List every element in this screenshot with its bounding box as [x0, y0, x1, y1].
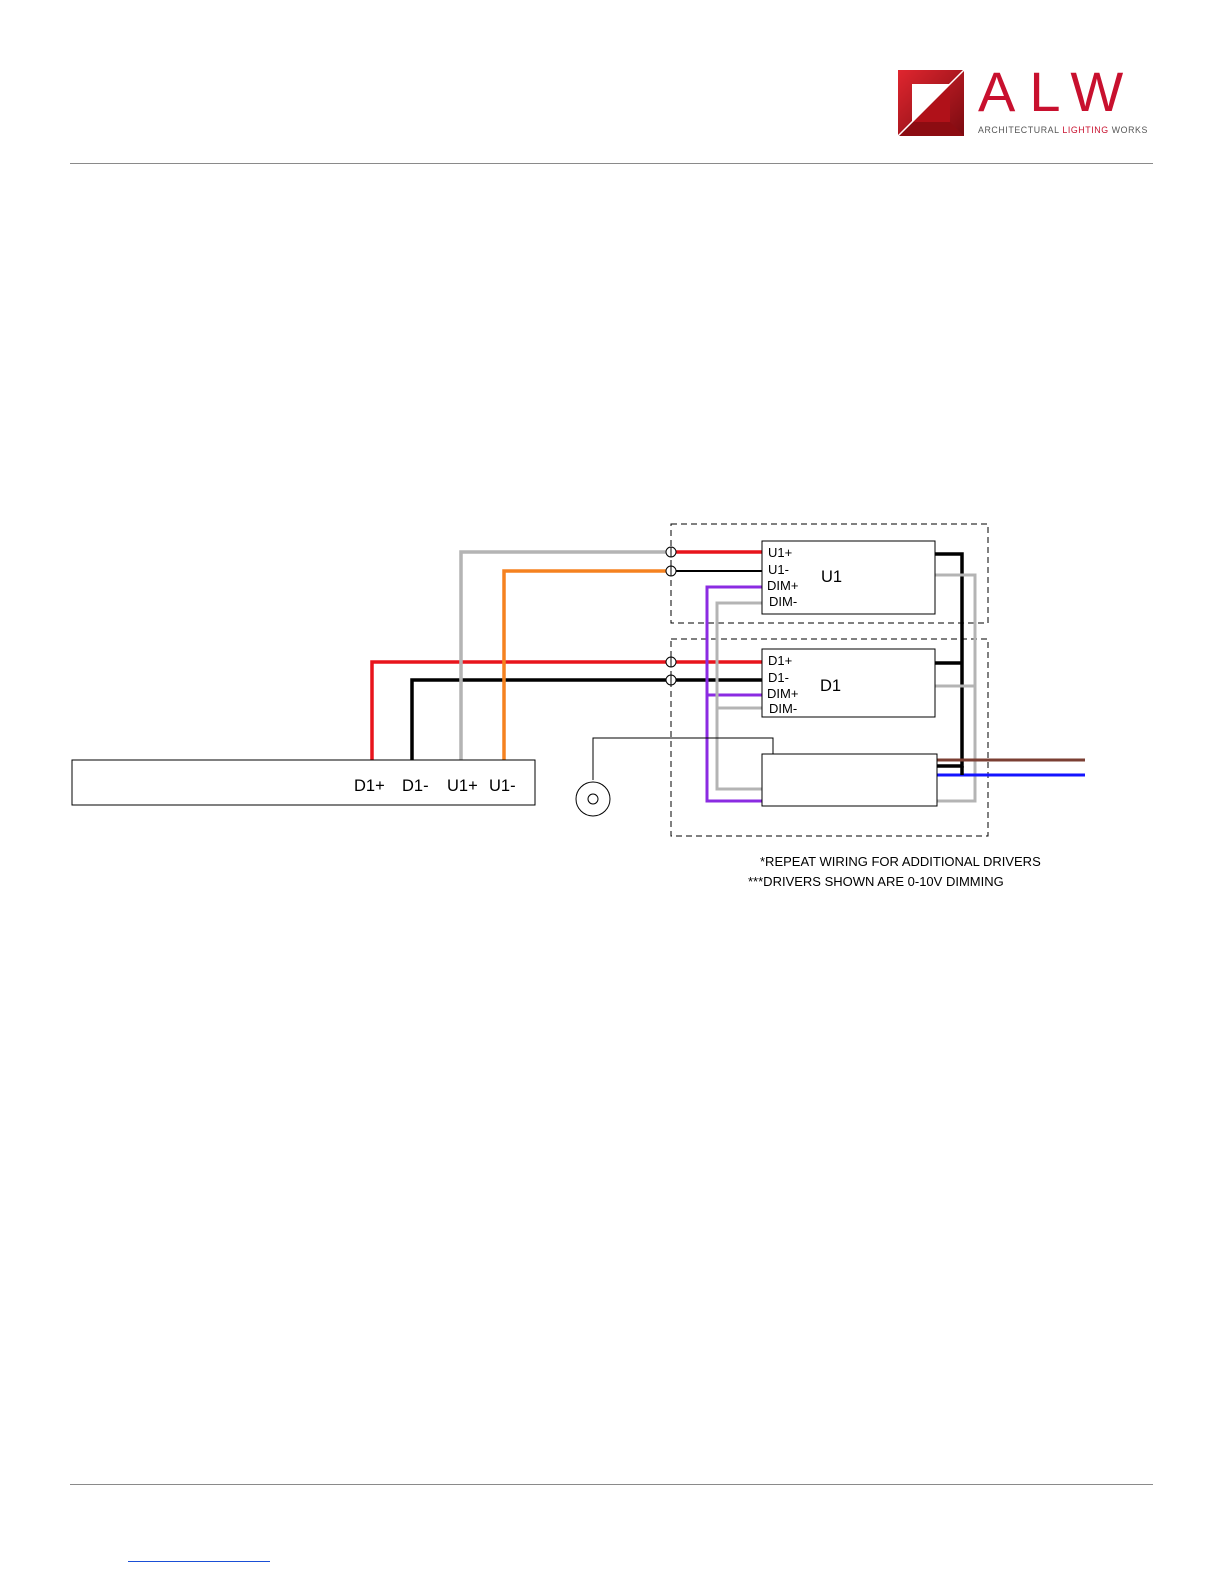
- u1-pin-minus: U1-: [768, 562, 789, 577]
- wire-sensor: [593, 738, 773, 780]
- footer-link-underline[interactable]: [128, 1561, 270, 1562]
- fixture-label-d1plus: D1+: [354, 777, 385, 795]
- d1-name: D1: [820, 677, 841, 695]
- power-supply-box: [762, 754, 937, 806]
- u1-pin-plus: U1+: [768, 545, 792, 560]
- fixture-label-u1minus: U1-: [489, 777, 516, 795]
- wire-gray-u1plus: [461, 552, 671, 762]
- d1-pin-minus: D1-: [768, 670, 789, 685]
- u1-name: U1: [821, 568, 842, 586]
- note-repeat-wiring: *REPEAT WIRING FOR ADDITIONAL DRIVERS: [760, 854, 1041, 869]
- d1-pin-plus: D1+: [768, 653, 792, 668]
- sensor-inner: [588, 794, 598, 804]
- wire-red-d1plus: [372, 662, 762, 762]
- u1-pin-dimminus: DIM-: [769, 594, 797, 609]
- wire-black-output: [935, 554, 962, 766]
- d1-pin-dimminus: DIM-: [769, 701, 797, 716]
- u1-pin-dimplus: DIM+: [767, 578, 798, 593]
- note-dimming: ***DRIVERS SHOWN ARE 0-10V DIMMING: [748, 874, 1004, 889]
- fixture-label-d1minus: D1-: [402, 777, 429, 795]
- d1-pin-dimplus: DIM+: [767, 686, 798, 701]
- fixture-label-u1plus: U1+: [447, 777, 478, 795]
- wire-black-d1minus: [412, 680, 762, 762]
- wire-orange-u1minus: [504, 571, 671, 762]
